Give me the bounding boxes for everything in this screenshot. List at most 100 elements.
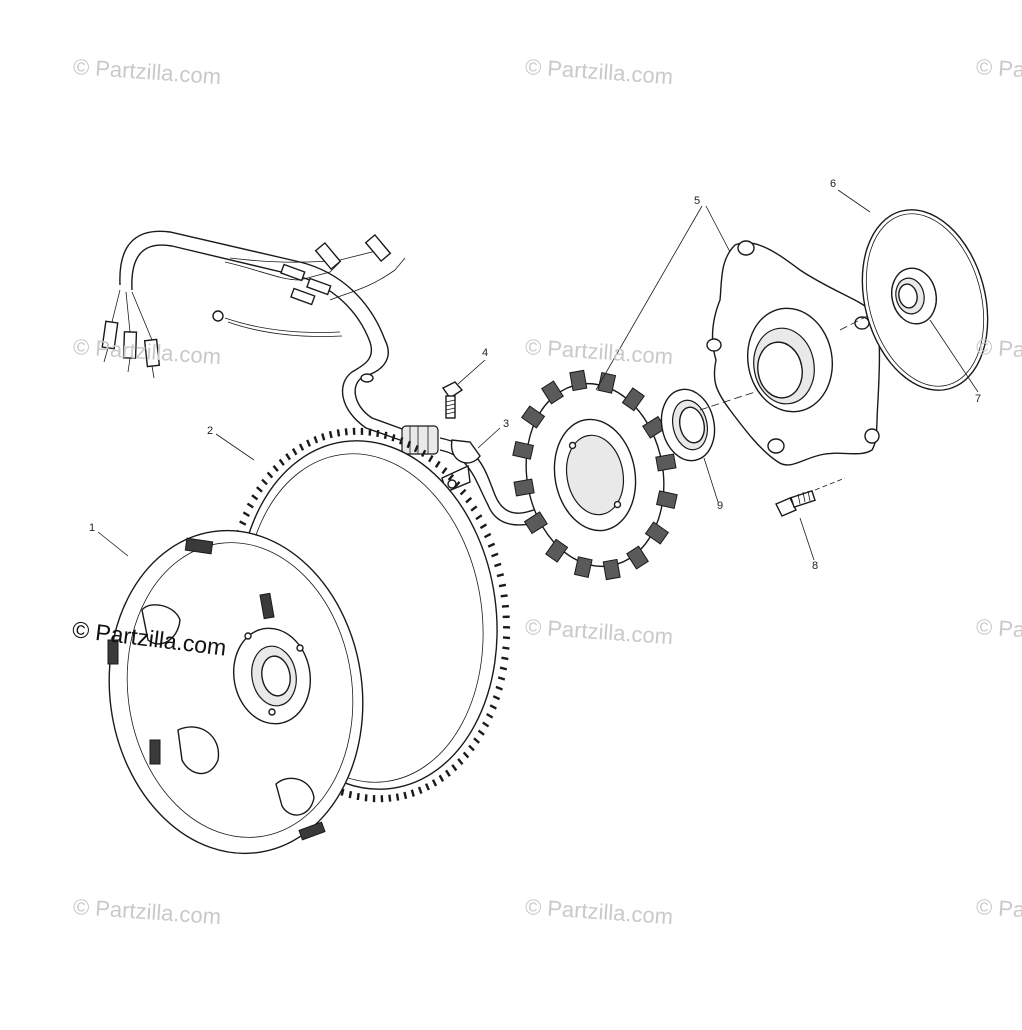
gear-tooth <box>487 542 496 548</box>
stator-pole <box>644 521 670 545</box>
gear-tooth <box>340 788 345 796</box>
stator-pole <box>602 558 621 581</box>
gear-tooth <box>468 744 475 752</box>
gear-tooth <box>242 511 250 518</box>
gear-tooth <box>321 433 326 441</box>
gear-tooth <box>428 454 434 463</box>
stator-pole <box>545 538 569 563</box>
gear-tooth <box>459 488 467 496</box>
gear-tooth <box>445 769 451 777</box>
gear-tooth <box>328 430 333 439</box>
callout-5: 5 <box>694 195 701 207</box>
gear-tooth <box>356 792 360 801</box>
gear-tooth <box>438 774 445 782</box>
gear-tooth <box>298 443 305 451</box>
gear-tooth <box>256 486 263 493</box>
stator-housing <box>699 240 896 466</box>
gear-tooth <box>492 695 501 701</box>
gear-tooth <box>447 473 455 481</box>
gear-tooth <box>489 704 497 710</box>
gear-tooth <box>457 758 464 766</box>
bolt-4 <box>441 381 464 419</box>
gear-tooth <box>495 685 503 691</box>
gear-tooth <box>376 429 380 438</box>
gear-tooth <box>494 562 502 568</box>
gear-tooth <box>473 737 480 744</box>
callout-4: 4 <box>482 347 489 359</box>
harness-clamp <box>441 439 481 493</box>
gear-tooth <box>500 594 508 598</box>
gear-tooth <box>502 646 510 650</box>
gear-tooth <box>451 764 458 772</box>
gear-tooth <box>278 458 285 466</box>
callout-8: 8 <box>812 560 819 572</box>
stator-pole <box>512 440 535 460</box>
gear-tooth <box>477 729 485 736</box>
gear-tooth <box>239 520 247 526</box>
gear-tooth <box>285 453 291 461</box>
stator <box>512 369 678 581</box>
gear-tooth <box>291 448 298 456</box>
callout-9: 9 <box>717 500 724 512</box>
gear-tooth <box>441 467 448 475</box>
gear-tooth <box>272 464 279 472</box>
gear-tooth <box>470 505 478 512</box>
gear-tooth <box>462 751 470 759</box>
gear-tooth <box>417 786 423 794</box>
callout-1: 1 <box>89 522 96 534</box>
gear-tooth <box>479 523 488 530</box>
callout-2: 2 <box>207 425 214 437</box>
gear-tooth <box>395 793 400 801</box>
flywheel <box>107 529 364 855</box>
gear-tooth <box>391 434 396 442</box>
gear-tooth <box>344 428 348 436</box>
stator-pole <box>597 371 617 394</box>
gear-tooth <box>482 721 490 728</box>
stator-pole <box>621 387 645 412</box>
gear-tooth <box>336 429 341 437</box>
callout-3: 3 <box>503 418 510 430</box>
gear-tooth <box>246 502 254 509</box>
bearing-7 <box>891 267 937 325</box>
stator-pole <box>655 453 677 472</box>
callout-7: 7 <box>975 393 982 405</box>
stator-pole <box>523 511 548 535</box>
gear-tooth <box>313 436 319 444</box>
gear-tooth <box>491 552 499 558</box>
stator-pole <box>655 490 678 510</box>
callout-leaders <box>97 189 979 561</box>
gear-tooth <box>388 794 392 802</box>
gear-tooth <box>413 444 419 453</box>
gear-tooth <box>497 676 506 681</box>
gear-tooth <box>475 514 483 521</box>
gear-tooth <box>499 666 508 671</box>
gear-tooth <box>501 604 509 608</box>
gear-tooth <box>261 478 268 486</box>
gear-tooth <box>431 779 438 787</box>
gear-tooth <box>502 636 511 640</box>
oil-seal-9 <box>660 388 716 462</box>
gear-tooth <box>434 460 441 468</box>
bolt-8 <box>775 477 846 517</box>
gear-tooth <box>306 439 312 447</box>
gear-tooth <box>465 496 473 504</box>
gear-tooth <box>383 431 388 439</box>
gear-tooth <box>406 440 412 449</box>
gear-tooth <box>496 573 505 578</box>
stator-pole <box>513 478 535 497</box>
gear-tooth <box>501 656 509 661</box>
stator-pole <box>626 545 649 570</box>
stator-pole <box>541 380 564 405</box>
stator-pole <box>569 369 588 392</box>
gear-tooth <box>348 791 353 799</box>
stator-pole <box>520 405 546 429</box>
gear-tooth <box>424 783 430 791</box>
gear-tooth <box>266 471 274 479</box>
gear-tooth <box>410 789 415 797</box>
gear-tooth <box>399 437 404 445</box>
gear-tooth <box>251 494 259 501</box>
gear-tooth <box>486 712 494 719</box>
gear-tooth <box>453 481 461 488</box>
gear-tooth <box>421 449 427 458</box>
gear-tooth <box>498 583 507 588</box>
